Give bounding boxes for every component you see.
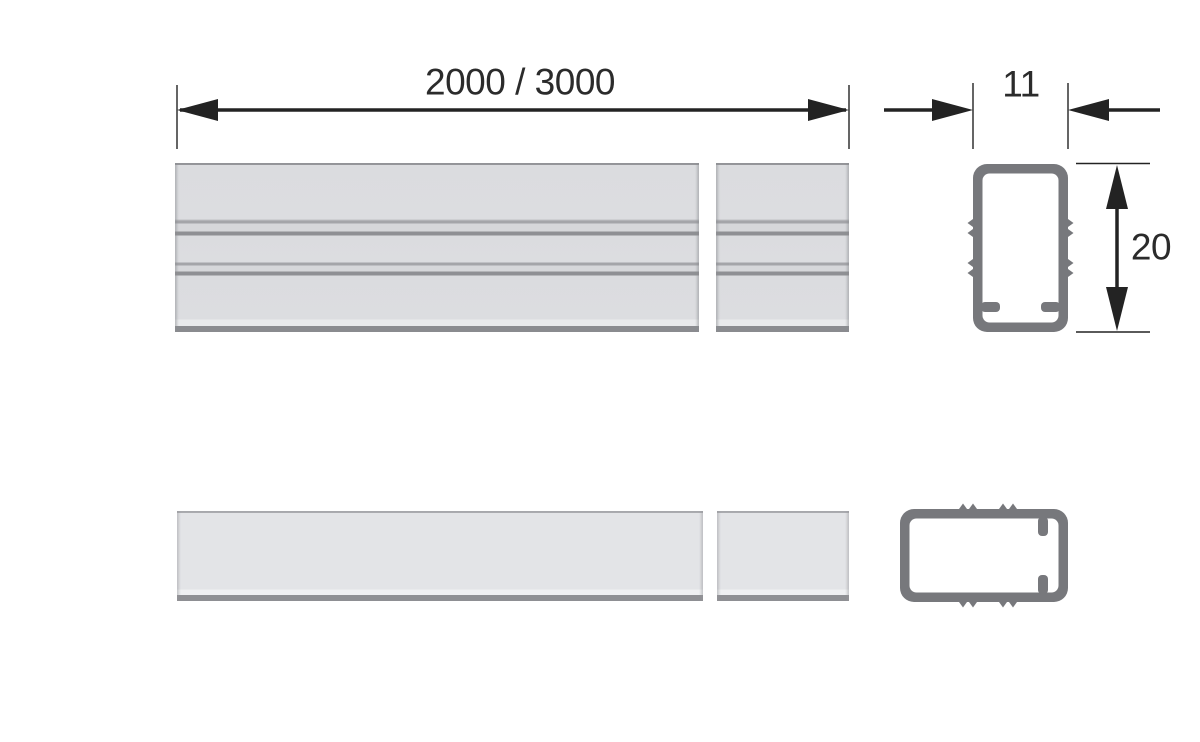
arrowhead-down-icon <box>1106 287 1128 331</box>
profile-side-view-20-face-long-segment <box>175 163 699 332</box>
profile-side-view-20-face-short-segment <box>716 163 849 332</box>
section-inner-cavity <box>982 173 1059 323</box>
length-dimension <box>176 85 850 149</box>
section-inner-hook-top <box>1038 517 1048 536</box>
section-inner-cavity <box>909 518 1059 593</box>
section-inner-hook-bottom <box>1038 575 1048 594</box>
profile-side-view-11-face-short-segment <box>717 511 849 601</box>
section-inner-hook-left <box>981 302 1000 312</box>
arrowhead-right-pointing-icon <box>932 99 973 121</box>
section-serrations <box>959 503 1017 608</box>
cross-section-rotated <box>900 503 1068 608</box>
arrowhead-left-pointing-icon <box>1068 99 1109 121</box>
arrowhead-up-icon <box>1106 165 1128 209</box>
section-inner-hook-right <box>1041 302 1060 312</box>
width-dimension-label: 11 <box>1002 63 1040 105</box>
arrowhead-left-icon <box>177 99 218 121</box>
height-dimension <box>1076 162 1150 333</box>
profile-side-view-11-face-long-segment <box>177 511 703 601</box>
length-dimension-label: 2000 / 3000 <box>425 61 615 103</box>
section-serrations <box>967 219 1074 277</box>
arrowhead-right-icon <box>808 99 849 121</box>
width-dimension <box>884 83 1160 149</box>
cross-section-upright <box>967 164 1074 332</box>
height-dimension-label: 20 <box>1130 226 1172 268</box>
